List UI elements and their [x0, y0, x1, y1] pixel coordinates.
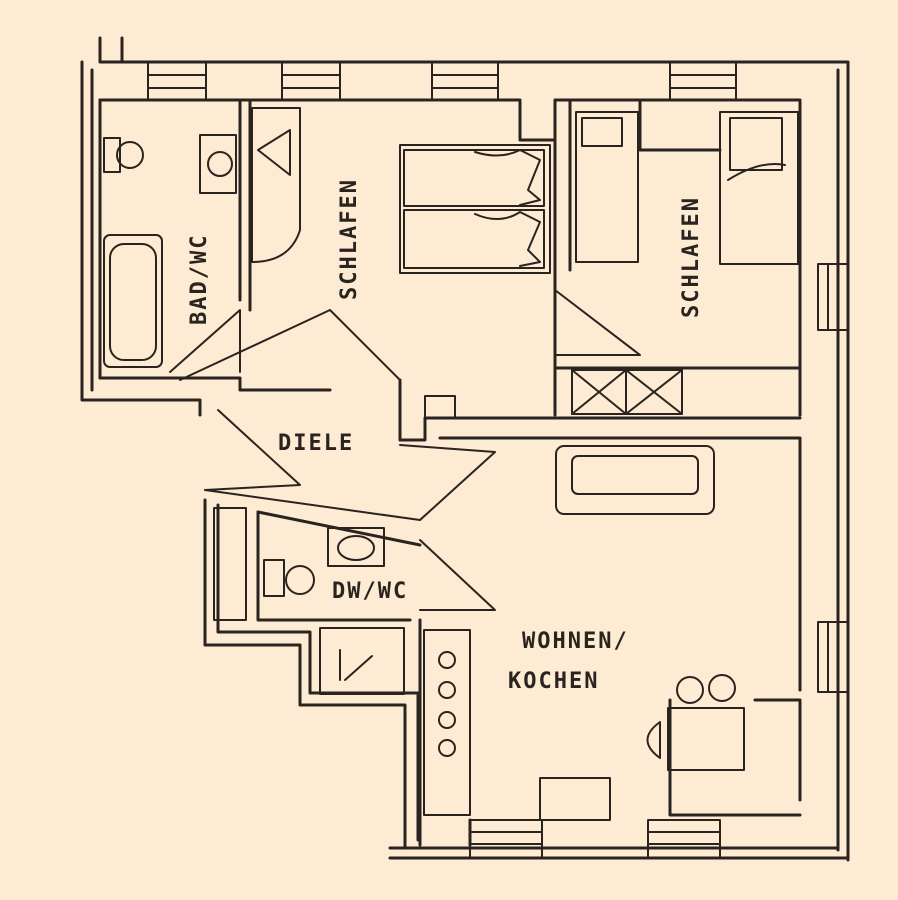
room-labels: BAD/WC SCHLAFEN SCHLAFEN DIELE DW/WC WOH…: [187, 178, 704, 694]
label-kochen: KOCHEN: [508, 669, 599, 694]
label-diele: DIELE: [278, 431, 354, 456]
label-dwc: DW/WC: [332, 579, 408, 604]
label-schlafen-2: SCHLAFEN: [679, 196, 704, 318]
interior-walls: [98, 98, 802, 847]
label-wohnen: WOHNEN/: [522, 629, 629, 654]
door-swings: [169, 289, 641, 611]
label-bad-wc: BAD/WC: [187, 234, 212, 325]
fixtures-furniture: [103, 107, 799, 821]
label-schlafen-1: SCHLAFEN: [337, 178, 362, 300]
